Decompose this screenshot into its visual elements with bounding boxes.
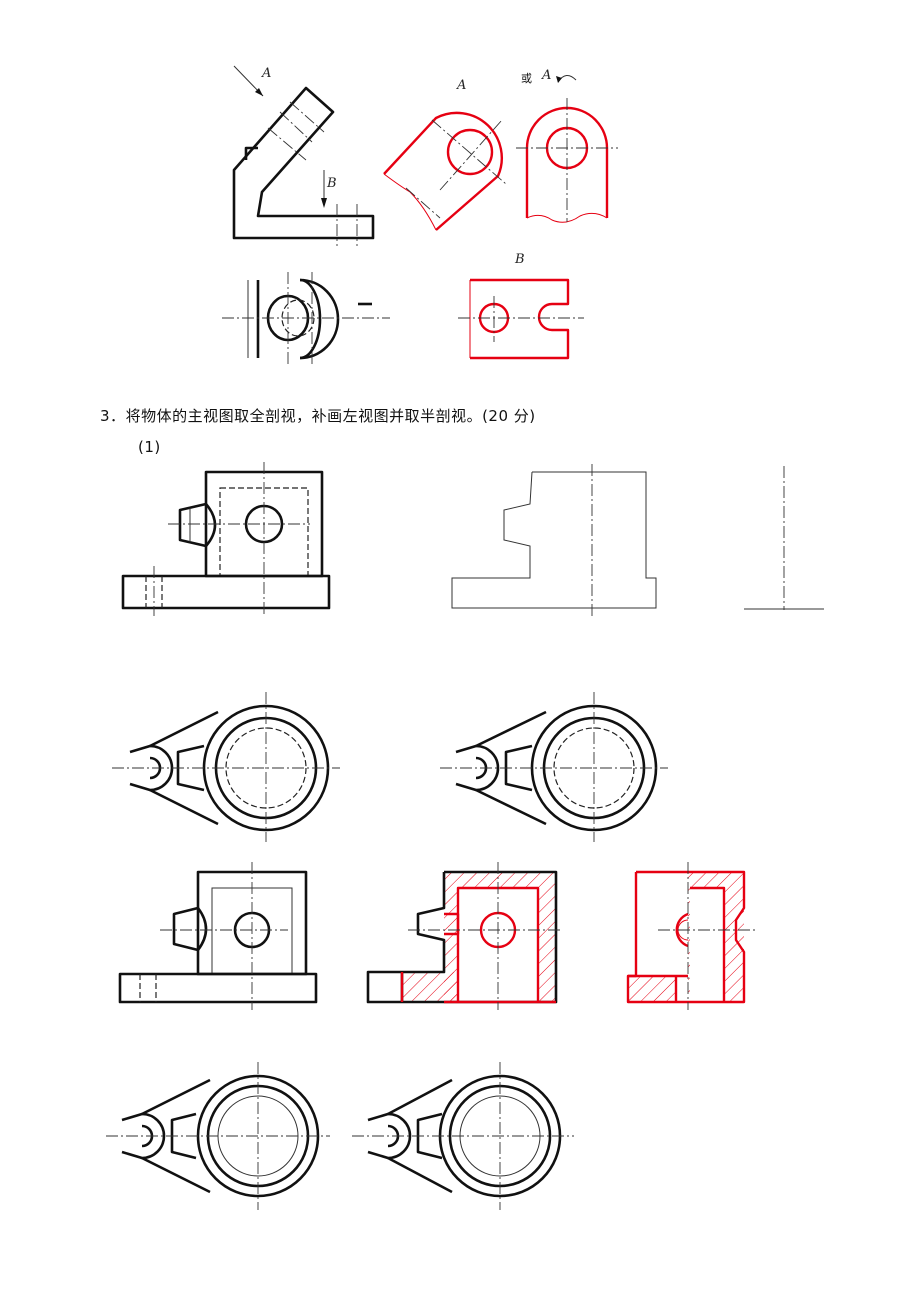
rotated-mark: 或 (521, 72, 532, 85)
question-number: 3 (100, 407, 111, 425)
answer-left-half-section (626, 862, 758, 1010)
view-a-inclined (383, 111, 507, 231)
bracket-top-view (222, 272, 390, 366)
q-left-axis (744, 466, 824, 610)
question-title: 3．将物体的主视图取全剖视，补画左视图并取半剖视。(20 分) (100, 407, 536, 425)
q-outline-view (451, 464, 657, 616)
view-a-title: A (457, 78, 467, 93)
answer-top-view-1 (106, 1062, 330, 1210)
question-sub: (1) (138, 438, 161, 456)
answer-front-view (118, 862, 318, 1010)
answer-top-view-2 (352, 1062, 574, 1210)
question-text: 将物体的主视图取全剖视，补画左视图并取半剖视。(20 分) (125, 407, 536, 425)
bracket-front-view (232, 86, 375, 246)
q-top-view-1 (112, 692, 340, 842)
arrow-a-label: A (262, 66, 272, 81)
view-a-rotated (516, 75, 618, 223)
arrow-b (321, 170, 327, 208)
view-b-partial (458, 278, 584, 360)
arrow-a (233, 65, 264, 97)
arrow-b-label: B (327, 176, 337, 191)
view-a-rotated-title: A (542, 68, 552, 83)
q-front-view (121, 462, 331, 616)
answer-section-view (366, 862, 560, 1010)
q-top-view-2 (440, 692, 668, 842)
view-b-title: B (515, 252, 525, 267)
